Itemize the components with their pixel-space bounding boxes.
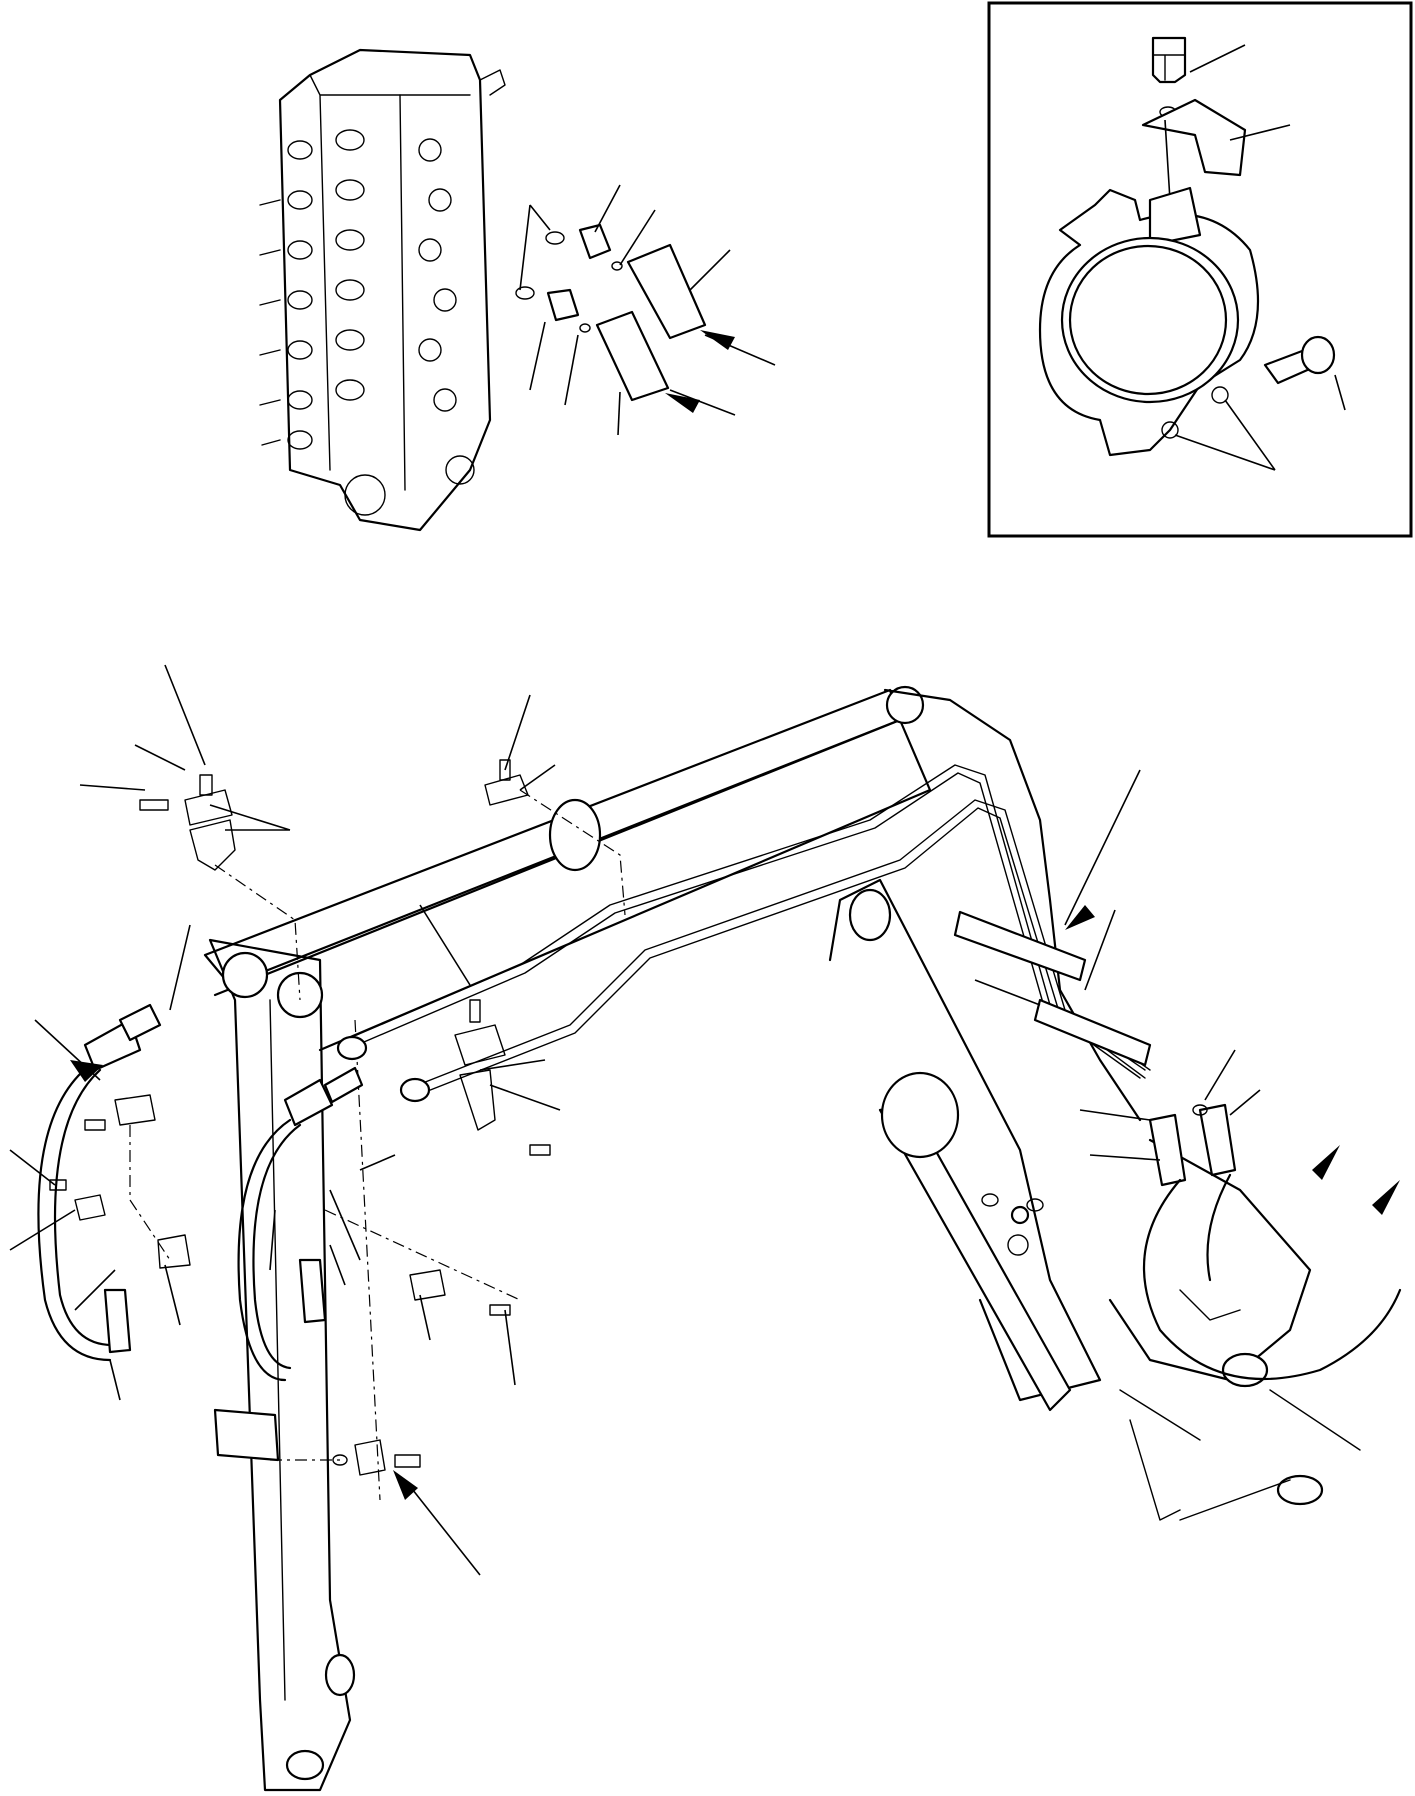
arrow-left-hose xyxy=(70,1060,103,1082)
boom-pipe-lines xyxy=(336,764,1151,1103)
clamp-detail xyxy=(1038,36,1336,457)
hose-center-loop xyxy=(237,1066,364,1382)
arrow-boom-clamp xyxy=(1065,905,1095,930)
hose-left-loop xyxy=(37,1003,162,1362)
fitting-lower xyxy=(515,286,670,402)
boom-pipe-clamp-lower xyxy=(1033,998,1152,1067)
boom-body xyxy=(203,685,1361,1521)
inset-leader-lines xyxy=(1174,44,1346,471)
boom-pipe-clamp-upper xyxy=(953,910,1087,982)
arm-body xyxy=(208,938,381,1792)
flow-arrow-upper xyxy=(700,330,735,350)
flow-arrow-lower xyxy=(665,393,700,413)
arrow-right-hose-1 xyxy=(1312,1145,1340,1180)
control-valve-assembly xyxy=(259,48,506,532)
hose-right-pair xyxy=(1142,1103,1402,1381)
arrow-bottom-bracket xyxy=(393,1470,418,1500)
arrow-right-hose-2 xyxy=(1372,1180,1400,1215)
fitting-upper xyxy=(545,223,707,340)
boom-leader-lines xyxy=(9,664,1261,1576)
assembly-center-lines xyxy=(129,789,626,1461)
fasteners xyxy=(49,759,1208,1476)
